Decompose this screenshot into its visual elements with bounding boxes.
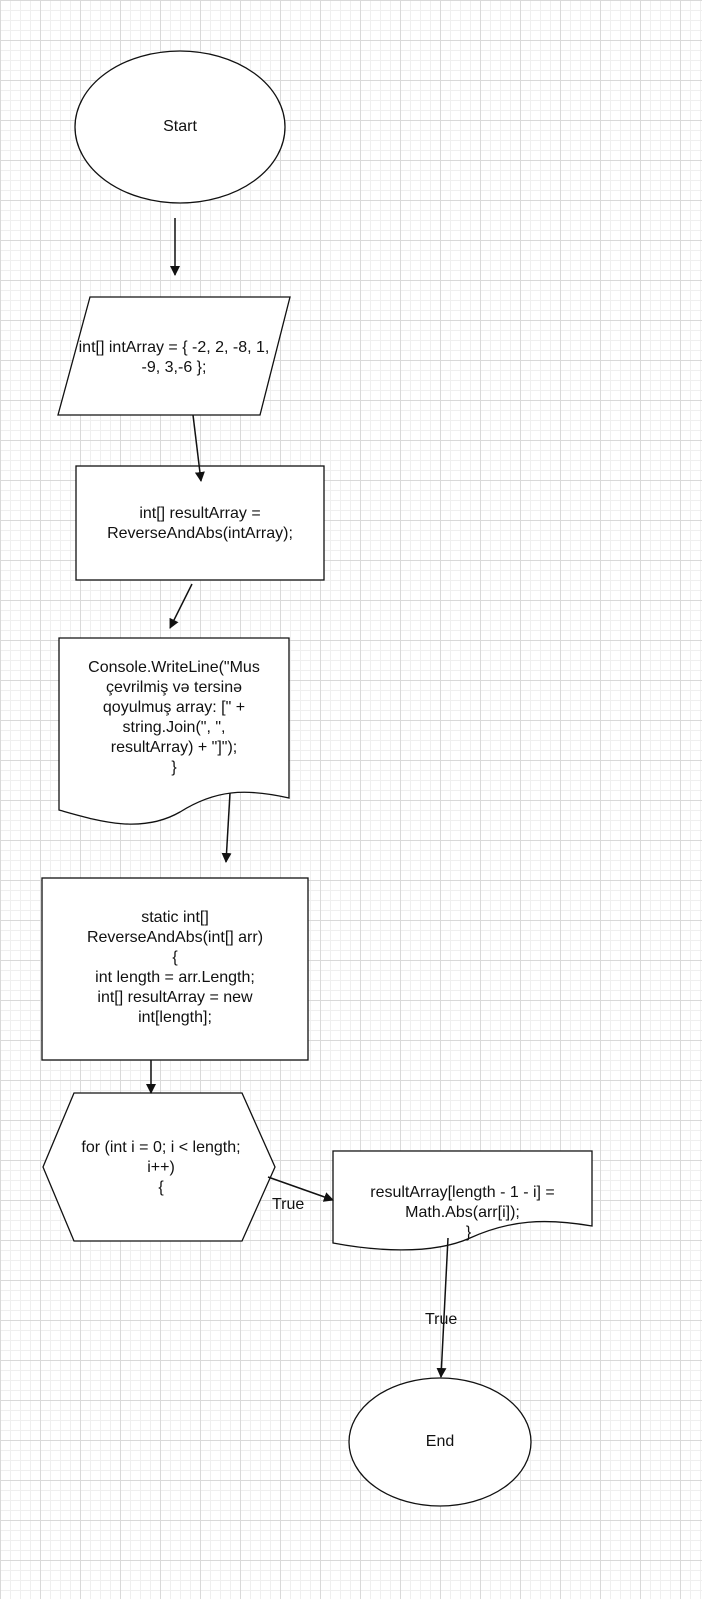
function-def-process-box[interactable] <box>41 877 309 1061</box>
input-array-label: int[] intArray = { -2, 2, -8, 1, -9, 3,-… <box>56 336 292 380</box>
for-loop-line-2: i++) <box>147 1159 175 1176</box>
for-loop-line-3: { <box>158 1179 164 1196</box>
loop-body-label: resultArray[length - 1 - i] = Math.Abs(a… <box>333 1181 592 1245</box>
function-def-label: static int[] ReverseAndAbs(int[] arr) { … <box>42 906 308 1030</box>
console-line-4: string.Join(", ", <box>122 719 226 736</box>
call-reverse-line-1: int[] resultArray = <box>139 505 261 522</box>
start-terminator-shape[interactable] <box>74 50 286 204</box>
arrow-call-to-console[interactable] <box>169 583 193 629</box>
arrow-console-to-function[interactable] <box>221 792 232 863</box>
console-line-2: çevrilmiş və tersinə <box>105 679 243 696</box>
call-reverse-label: int[] resultArray = ReverseAndAbs(intArr… <box>76 502 324 546</box>
end-text: End <box>425 1433 455 1450</box>
loop-body-document-shape[interactable] <box>332 1150 593 1251</box>
console-output-label: Console.WriteLine("Mus çevrilmiş və ters… <box>59 656 289 780</box>
arrow-body-to-end[interactable] <box>436 1237 449 1378</box>
console-output-document-shape[interactable] <box>58 637 290 825</box>
arrow-input-to-call[interactable] <box>192 414 205 482</box>
arrow-loop-to-body[interactable] <box>267 1176 334 1202</box>
console-line-3: qoyulmuş array: [" + <box>102 699 246 716</box>
edge-label-loop-true: True <box>272 1196 305 1213</box>
function-line-4: int length = arr.Length; <box>95 969 255 986</box>
for-loop-label: for (int i = 0; i < length; i++) { <box>56 1136 266 1200</box>
loop-body-line-1: resultArray[length - 1 - i] = <box>370 1184 555 1201</box>
edge-label-body-true: True <box>425 1311 458 1328</box>
start-label: Start <box>100 115 260 139</box>
function-line-2: ReverseAndAbs(int[] arr) <box>86 929 264 946</box>
input-array-parallelogram[interactable] <box>57 296 291 416</box>
console-line-6: } <box>171 759 177 776</box>
for-loop-line-1: for (int i = 0; i < length; <box>81 1139 241 1156</box>
for-loop-preparation-hexagon[interactable] <box>42 1092 276 1242</box>
end-label: End <box>380 1430 500 1454</box>
loop-body-line-2: Math.Abs(arr[i]); <box>405 1204 520 1221</box>
loop-body-line-3: } <box>465 1224 472 1241</box>
function-line-1: static int[] <box>141 909 209 926</box>
end-terminator-shape[interactable] <box>348 1377 532 1507</box>
call-reverse-line-2: ReverseAndAbs(intArray); <box>107 525 293 542</box>
start-text: Start <box>163 118 197 135</box>
input-array-line-1: int[] intArray = { -2, 2, -8, 1, <box>78 339 270 356</box>
function-line-6: int[length]; <box>138 1009 212 1026</box>
function-line-3: { <box>172 949 178 966</box>
call-reverse-process-box[interactable] <box>75 465 325 581</box>
function-line-5: int[] resultArray = new <box>97 989 253 1006</box>
console-line-5: resultArray) + "]"); <box>110 739 238 756</box>
console-line-1: Console.WriteLine("Mus <box>88 659 260 676</box>
input-array-line-2: -9, 3,-6 }; <box>141 359 207 376</box>
